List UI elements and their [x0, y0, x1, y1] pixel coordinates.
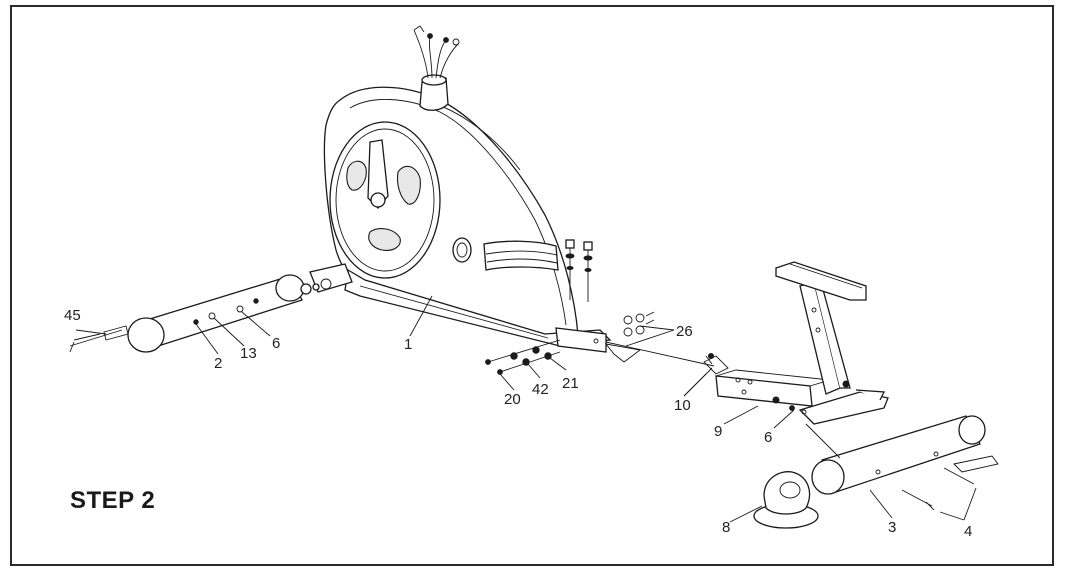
callout-13: 13	[240, 345, 257, 362]
callout-8: 8	[722, 519, 730, 536]
callout-42: 42	[532, 381, 549, 398]
callout-26: 26	[676, 323, 693, 340]
callout-6a: 6	[272, 335, 280, 352]
hardware-group	[485, 239, 729, 375]
callout-4: 4	[964, 523, 972, 540]
main-frame-part	[309, 25, 612, 353]
callout-9: 9	[714, 423, 722, 440]
end-cap-part	[753, 471, 819, 529]
callout-10: 10	[674, 397, 691, 414]
callout-6b: 6	[764, 429, 772, 446]
callout-45: 45	[64, 307, 81, 324]
callout-1: 1	[404, 336, 412, 353]
front-frame-part	[715, 261, 889, 425]
leader-lines	[75, 295, 977, 523]
front-stabilizer-part	[805, 415, 999, 511]
rear-stabilizer-part	[69, 274, 320, 353]
callout-2: 2	[214, 355, 222, 372]
callout-21: 21	[562, 375, 579, 392]
callout-20: 20	[504, 391, 521, 408]
callout-3: 3	[888, 519, 896, 536]
step-title: STEP 2	[70, 487, 155, 514]
